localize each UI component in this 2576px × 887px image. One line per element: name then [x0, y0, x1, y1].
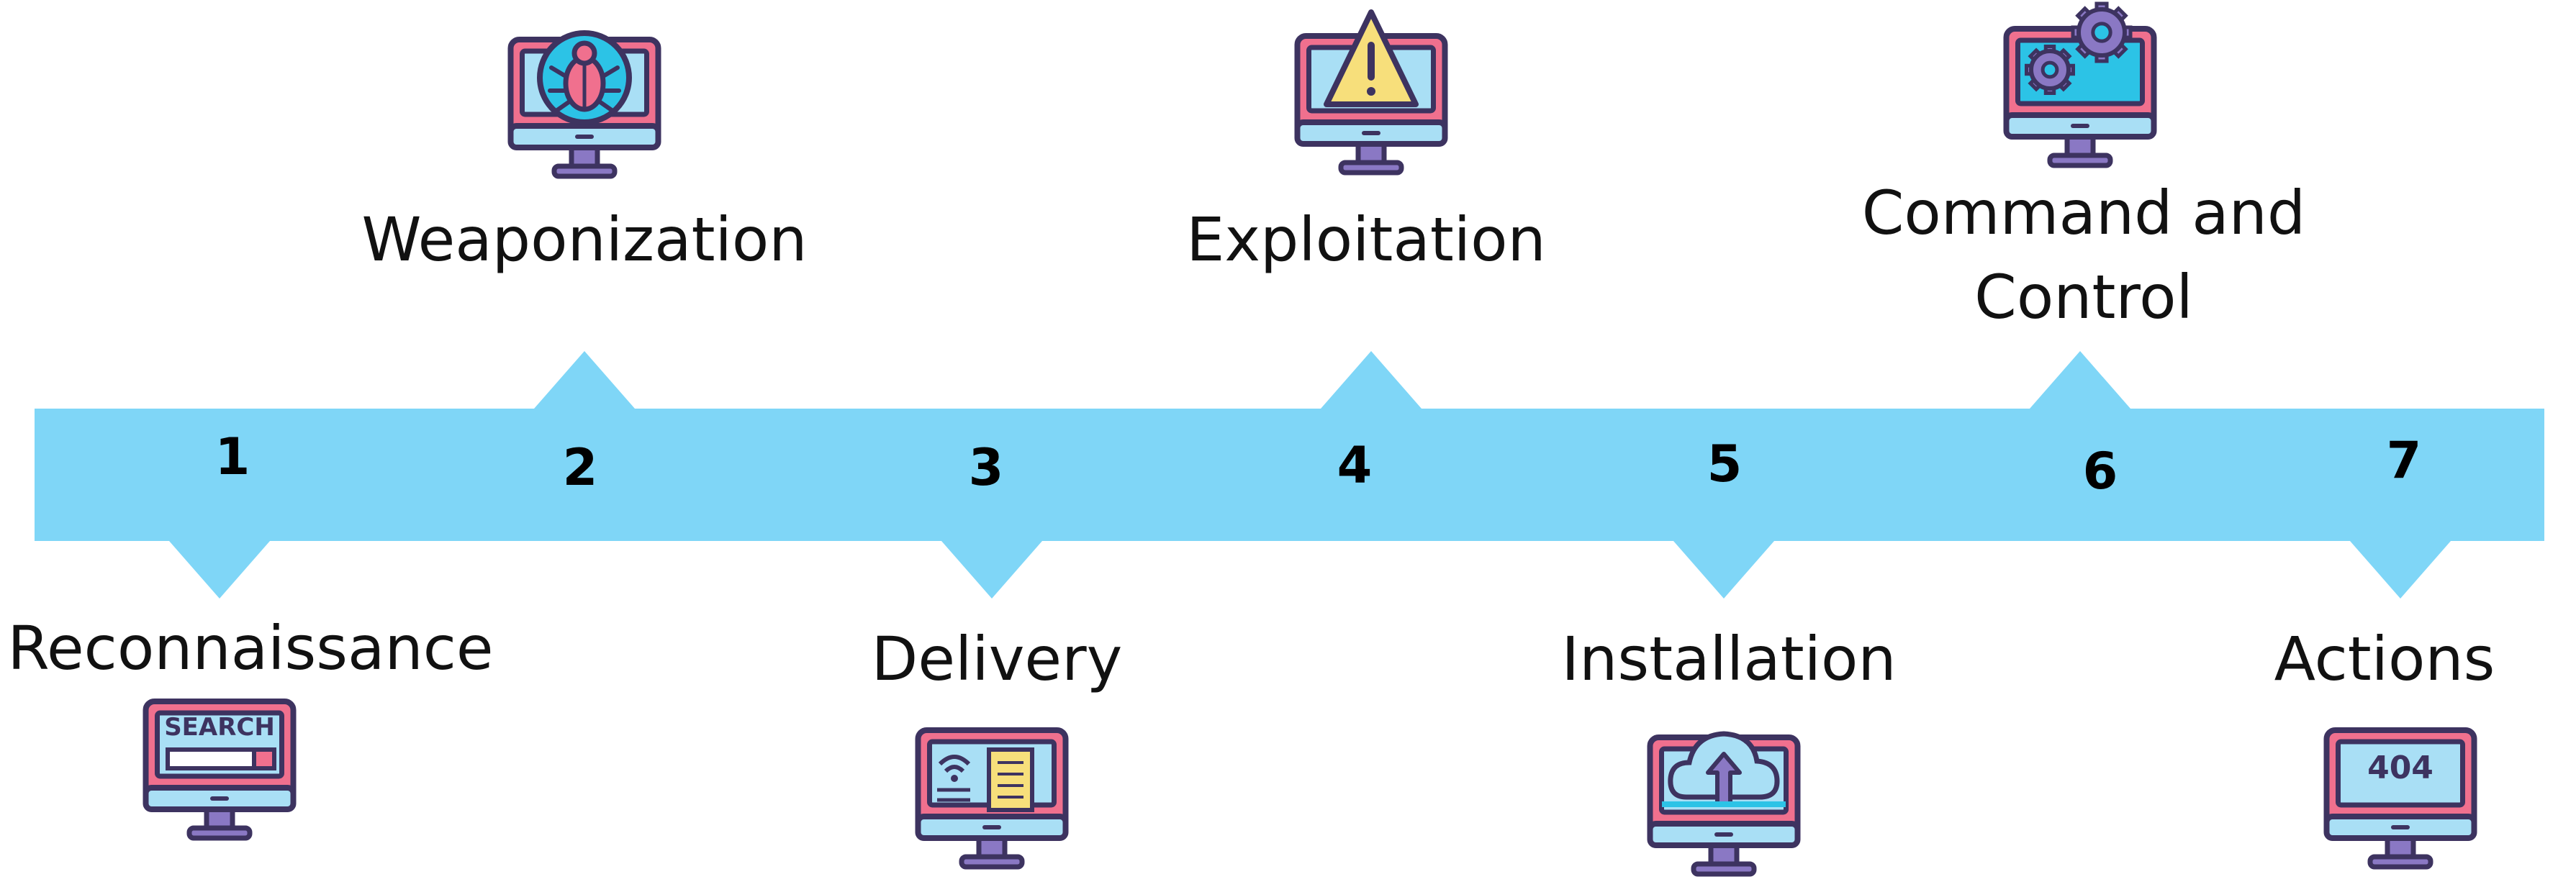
- screen-text: 404: [2367, 750, 2433, 786]
- gears-monitor-icon: [2003, 1, 2157, 168]
- warning-monitor-icon: [1294, 9, 1448, 176]
- step-number: 6: [2083, 442, 2118, 501]
- stage-label: Reconnaissance: [7, 613, 493, 683]
- error-404-monitor-icon: 404: [2323, 727, 2477, 870]
- step-number: 7: [2387, 431, 2422, 490]
- search-monitor-icon: SEARCH: [143, 699, 297, 841]
- stage-label: Weaponization: [361, 204, 807, 275]
- stage-label: Control: [1974, 262, 2193, 332]
- cloud-upload-monitor-icon: [1647, 731, 1801, 877]
- step-number: 1: [215, 427, 250, 486]
- step-number: 2: [563, 438, 598, 497]
- wifi-document-monitor-icon: [915, 727, 1069, 870]
- step-number: 5: [1707, 435, 1743, 493]
- bug-monitor-icon: [507, 30, 661, 179]
- timeline-arrow-band: [35, 351, 2544, 599]
- stage-label: Actions: [2274, 624, 2495, 694]
- step-numbers: 1 2 3 4 5 6 7: [215, 427, 2422, 501]
- step-number: 3: [969, 438, 1004, 497]
- stage-label: Delivery: [872, 624, 1123, 694]
- screen-text: SEARCH: [164, 713, 275, 742]
- stage-label: Command and: [1862, 178, 2305, 248]
- step-number: 4: [1337, 436, 1373, 495]
- stage-label: Installation: [1561, 624, 1896, 694]
- stage-label: Exploitation: [1186, 204, 1546, 275]
- stage-icons: SEARCH 404: [143, 1, 2477, 877]
